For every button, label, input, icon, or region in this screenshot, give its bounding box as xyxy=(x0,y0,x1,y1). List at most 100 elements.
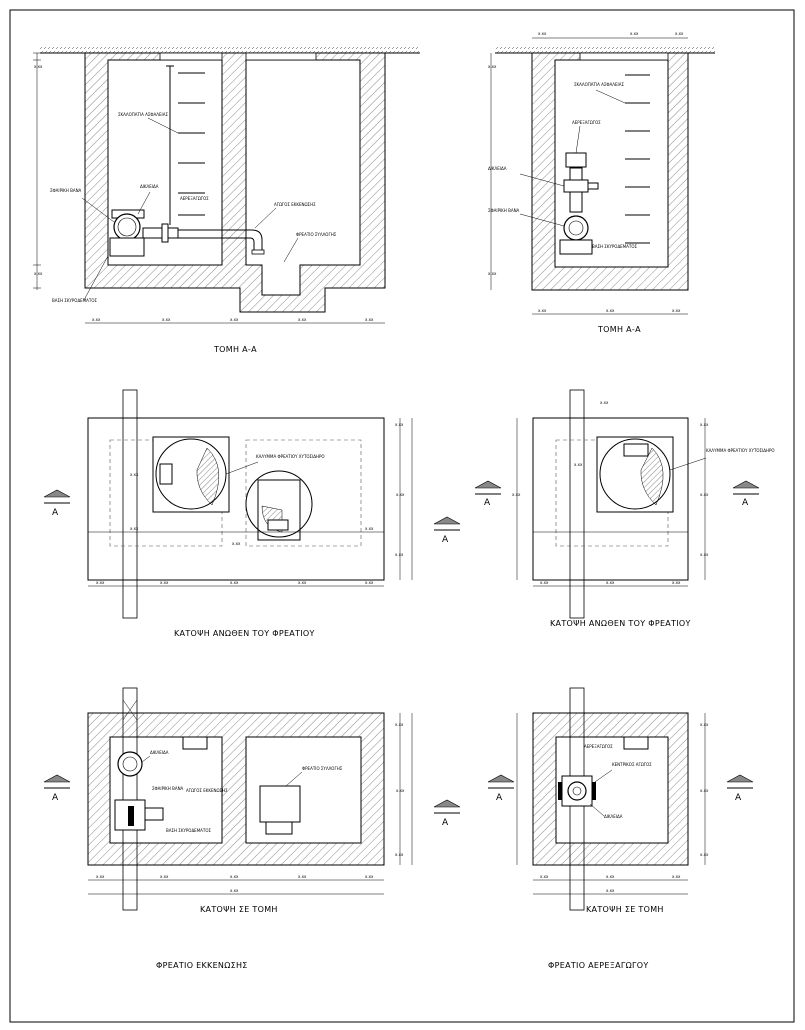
svg-text:A: A xyxy=(442,818,449,828)
view-title-plan-section-drain: ΚΑΤΟΨΗ ΣΕ ΤΟΜΗ xyxy=(200,905,278,914)
svg-text:x.xx: x.xx xyxy=(606,874,615,879)
svg-text:x.xx: x.xx xyxy=(298,874,307,879)
view-title-plan-section-air: ΚΑΤΟΨΗ ΣΕ ΤΟΜΗ xyxy=(586,905,664,914)
cover-circle-2 xyxy=(245,470,313,538)
concrete-walls-air xyxy=(531,52,689,291)
label-gate-valve-plan: ΔΙΚΛΕΙΔΑ xyxy=(150,750,169,755)
label-air-valve: ΑΕΡΕΞΑΓΩΓΟΣ xyxy=(572,120,601,125)
svg-text:x.xx: x.xx xyxy=(606,580,615,585)
svg-text:x.xx: x.xx xyxy=(130,472,139,477)
svg-text:A: A xyxy=(52,793,59,803)
dims-section-drain: x.xx x.xx x.xx x.xx x.xx x.xx x.xx xyxy=(34,64,374,322)
label-safety-ladder: ΣΚΑΛΟΠΑΤΙΑ ΑΣΦΑΛΕΙΑΣ xyxy=(118,112,168,117)
svg-text:x.xx: x.xx xyxy=(395,552,404,557)
label-safety-ladder-air: ΣΚΑΛΟΠΑΤΙΑ ΑΣΦΑΛΕΙΑΣ xyxy=(574,82,624,87)
svg-text:x.xx: x.xx xyxy=(365,580,374,585)
svg-text:x.xx: x.xx xyxy=(230,874,239,879)
label-concrete-base: ΒΑΣΗ ΣΚΥΡΟΔΕΜΑΤΟΣ xyxy=(52,298,97,303)
svg-text:x.xx: x.xx xyxy=(672,580,681,585)
label-gate-valve-air: ΔΙΚΛΕΙΔΑ xyxy=(488,166,507,171)
air-valve-assembly xyxy=(559,152,599,255)
svg-text:A: A xyxy=(484,498,491,508)
svg-text:x.xx: x.xx xyxy=(574,462,583,467)
svg-text:x.xx: x.xx xyxy=(230,317,239,322)
sheet-border xyxy=(9,9,795,1023)
svg-text:x.xx: x.xx xyxy=(230,580,239,585)
svg-text:x.xx: x.xx xyxy=(96,580,105,585)
svg-text:x.xx: x.xx xyxy=(488,271,497,276)
svg-text:A: A xyxy=(735,793,742,803)
plan-section-air: ΑΕΡΕΞΑΓΩΓΟΣ ΚΕΝΤΡΙΚΟΣ ΑΓΩΓΟΣ ΔΙΚΛΕΙΔΑ x.… xyxy=(487,687,754,914)
svg-text:x.xx: x.xx xyxy=(600,400,609,405)
view-title-section-air: ΤΟΜΗ Α-Α xyxy=(597,325,641,334)
svg-text:x.xx: x.xx xyxy=(675,31,684,36)
svg-text:x.xx: x.xx xyxy=(395,422,404,427)
label-air-valve-small: ΑΕΡΕΞΑΓΩΓΟΣ xyxy=(180,196,209,201)
svg-text:x.xx: x.xx xyxy=(606,308,615,313)
svg-text:x.xx: x.xx xyxy=(96,874,105,879)
svg-text:x.xx: x.xx xyxy=(230,888,239,893)
svg-text:x.xx: x.xx xyxy=(365,526,374,531)
label-air-valve-plan: ΑΕΡΕΞΑΓΩΓΟΣ xyxy=(584,744,613,749)
section-air-chamber: ΣΚΑΛΟΠΑΤΙΑ ΑΣΦΑΛΕΙΑΣ ΑΕΡΕΞΑΓΩΓΟΣ ΔΙΚΛΕΙΔ… xyxy=(488,31,715,334)
section-marker-left-plan-drain: A xyxy=(43,774,71,803)
label-concrete-base-air: ΒΑΣΗ ΣΚΥΡΟΔΕΜΑΤΟΣ xyxy=(592,244,637,249)
section-marker-right-air: A xyxy=(732,480,760,508)
ground-soil xyxy=(40,47,420,53)
svg-text:x.xx: x.xx xyxy=(700,852,709,857)
section-marker-right-drain: A xyxy=(433,516,461,545)
svg-text:x.xx: x.xx xyxy=(160,580,169,585)
label-gate-valve: ΔΙΚΛΕΙΔΑ xyxy=(140,184,159,189)
ladder-rungs xyxy=(178,72,205,216)
label-drain-pipe-plan: ΑΓΩΓΟΣ ΕΚΚΕΝΩΣΗΣ xyxy=(186,788,228,793)
svg-text:x.xx: x.xx xyxy=(232,541,241,546)
label-ball-valve: ΣΦΑΙΡΙΚΗ ΒΑΝΑ xyxy=(50,188,82,193)
label-sump: ΦΡΕΑΤΙΟ ΣΥΛΛΟΓΗΣ xyxy=(296,232,337,237)
dims-plan-section-air: x.xx x.xx x.xx x.xx x.xx x.xx x.xx xyxy=(540,722,709,893)
svg-text:x.xx: x.xx xyxy=(700,722,709,727)
view-title-plan-top-air: ΚΑΤΟΨΗ ΑΝΩΘΕΝ ΤΟΥ ΦΡΕΑΤΙΟΥ xyxy=(550,619,691,628)
dims-plan-top-air: x.xx x.xx x.xx x.xx x.xx x.xx x.xx x.xx … xyxy=(512,400,709,585)
label-concrete-base-plan: ΒΑΣΗ ΣΚΥΡΟΔΕΜΑΤΟΣ xyxy=(166,828,211,833)
title-air-chamber: ΦΡΕΑΤΙΟ ΑΕΡΕΞΑΓΩΓΟΥ xyxy=(548,961,649,970)
svg-text:x.xx: x.xx xyxy=(538,31,547,36)
section-marker-left-drain: A xyxy=(43,489,71,518)
svg-text:x.xx: x.xx xyxy=(672,308,681,313)
svg-text:x.xx: x.xx xyxy=(365,874,374,879)
svg-text:x.xx: x.xx xyxy=(34,271,43,276)
svg-text:A: A xyxy=(52,508,59,518)
label-ball-valve-air: ΣΦΑΙΡΙΚΗ ΒΑΝΑ xyxy=(488,208,520,213)
label-cover-drain: ΚΑΛΥΜΜΑ ΦΡΕΑΤΙΟΥ ΧΥΤΟΣΙΔΗΡΟ xyxy=(256,454,325,459)
view-title-plan-top-drain: ΚΑΤΟΨΗ ΑΝΩΘΕΝ ΤΟΥ ΦΡΕΑΤΙΟΥ xyxy=(174,629,315,638)
svg-text:x.xx: x.xx xyxy=(606,888,615,893)
plan-section-drain: ΔΙΚΛΕΙΔΑ ΣΦΑΙΡΙΚΗ ΒΑΝΑ ΑΓΩΓΟΣ ΕΚΚΕΝΩΣΗΣ … xyxy=(43,687,461,914)
section-drain-chamber: ΣΚΑΛΟΠΑΤΙΑ ΑΣΦΑΛΕΙΑΣ ΣΦΑΙΡΙΚΗ ΒΑΝΑ ΔΙΚΛΕ… xyxy=(33,47,420,354)
label-sump-plan: ΦΡΕΑΤΙΟ ΣΥΛΛΟΓΗΣ xyxy=(302,766,343,771)
section-marker-right-plan-air: A xyxy=(726,774,754,803)
label-drain-pipe: ΑΓΩΓΟΣ ΕΚΚΕΝΩΣΗΣ xyxy=(274,202,316,207)
svg-text:x.xx: x.xx xyxy=(34,64,43,69)
title-drain-chamber: ΦΡΕΑΤΙΟ ΕΚΚΕΝΩΣΗΣ xyxy=(156,961,248,970)
slab-outline-air xyxy=(532,417,689,581)
svg-text:x.xx: x.xx xyxy=(365,317,374,322)
label-gate-valve-air-plan: ΔΙΚΛΕΙΔΑ xyxy=(604,814,623,819)
svg-text:A: A xyxy=(496,793,503,803)
svg-text:A: A xyxy=(442,535,449,545)
dims-plan-section-drain: x.xx x.xx x.xx x.xx x.xx x.xx x.xx x.xx … xyxy=(96,722,405,893)
svg-text:x.xx: x.xx xyxy=(130,526,139,531)
svg-text:x.xx: x.xx xyxy=(160,874,169,879)
svg-text:x.xx: x.xx xyxy=(298,317,307,322)
svg-text:A: A xyxy=(742,498,749,508)
svg-text:x.xx: x.xx xyxy=(630,31,639,36)
svg-text:x.xx: x.xx xyxy=(700,552,709,557)
svg-text:x.xx: x.xx xyxy=(538,308,547,313)
valve-plan-air xyxy=(558,775,596,807)
svg-text:x.xx: x.xx xyxy=(700,492,709,497)
concrete-walls xyxy=(84,52,386,313)
label-cover-air: ΚΑΛΥΜΜΑ ΦΡΕΑΤΙΟΥ ΧΥΤΟΣΙΔΗΡΟ xyxy=(706,448,775,453)
dims-plan-top-drain: x.xx x.xx x.xx x.xx x.xx x.xx x.xx x.xx … xyxy=(96,422,405,585)
plan-walls-drain xyxy=(87,712,385,866)
svg-text:x.xx: x.xx xyxy=(396,788,405,793)
svg-text:x.xx: x.xx xyxy=(540,874,549,879)
